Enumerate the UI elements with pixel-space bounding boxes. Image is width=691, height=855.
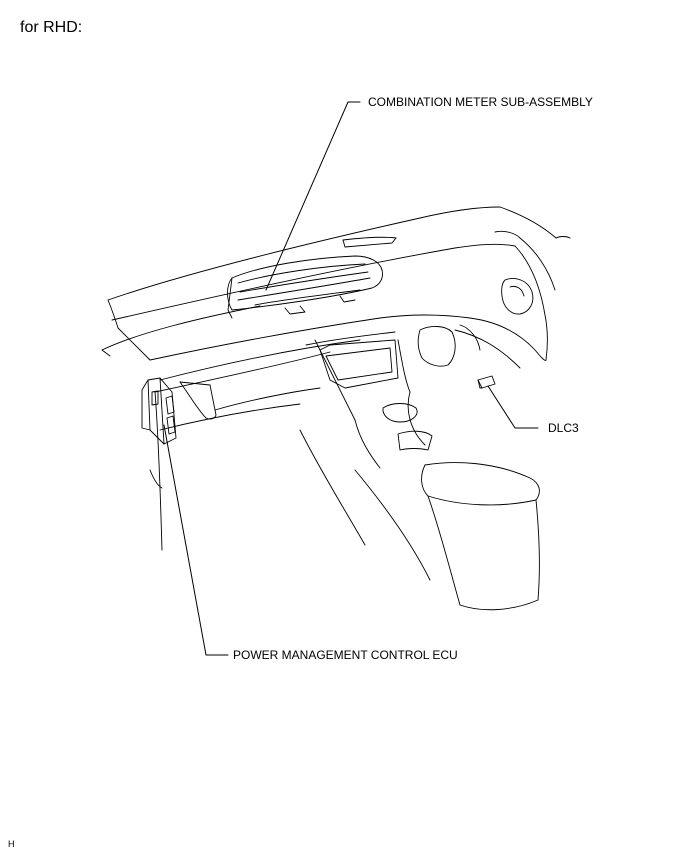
callout-combination-meter: COMBINATION METER SUB-ASSEMBLY <box>368 95 593 109</box>
dlc3-part <box>477 375 496 389</box>
dashboard-body <box>149 314 547 431</box>
dashboard-top-outline <box>101 206 557 361</box>
figure-code: H <box>8 839 15 849</box>
leader-line-combination-meter <box>265 101 361 291</box>
leader-line-ecu <box>163 424 229 656</box>
leader-lines <box>163 101 539 656</box>
page-heading: for RHD: <box>20 19 83 36</box>
right-door-panel <box>501 236 571 361</box>
callout-power-management-ecu: POWER MANAGEMENT CONTROL ECU <box>233 648 458 662</box>
lower-console <box>299 429 540 611</box>
callout-dlc3: DLC3 <box>548 421 579 435</box>
power-management-ecu-part <box>141 377 177 445</box>
leader-line-dlc3 <box>487 385 539 429</box>
combination-meter-part <box>227 255 383 319</box>
left-side-panel <box>149 391 163 551</box>
center-console <box>314 324 481 469</box>
